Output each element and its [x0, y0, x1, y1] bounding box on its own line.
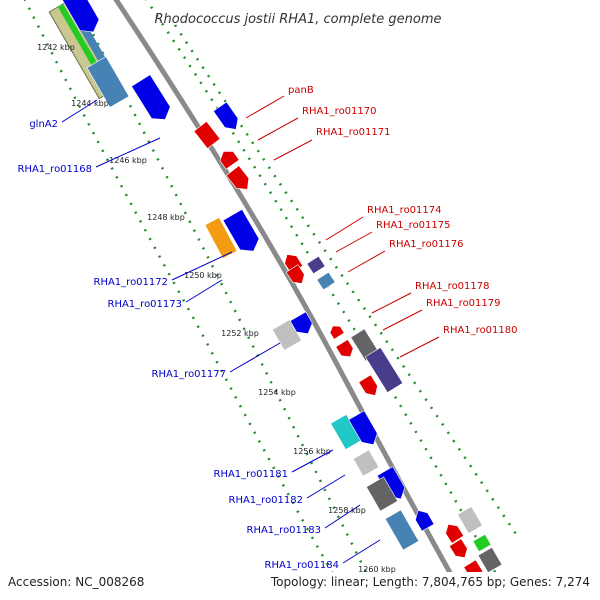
gene-feature[interactable] [348, 410, 382, 449]
gene-feature[interactable] [204, 217, 238, 259]
gene-feature[interactable] [60, 0, 103, 37]
guide-line-far-right [173, 24, 522, 541]
right-label-connector [382, 309, 423, 331]
right-gene-label[interactable]: RHA1_ro01171 [316, 127, 391, 138]
gene-feature[interactable] [358, 374, 381, 399]
gene-feature[interactable] [306, 255, 326, 275]
map-title: Rhodococcus jostii RHA1, complete genome [155, 12, 442, 27]
genome-backbone [113, 0, 453, 572]
gene-feature[interactable] [457, 506, 483, 534]
right-label-connector [245, 95, 285, 119]
right-gene-label[interactable]: RHA1_ro01178 [415, 281, 490, 292]
left-gene-label[interactable]: RHA1_ro01183 [247, 525, 322, 536]
left-label-connector [229, 342, 281, 373]
left-gene-label[interactable]: RHA1_ro01173 [108, 299, 183, 310]
right-gene-label[interactable]: RHA1_ro01180 [443, 325, 518, 336]
right-gene-label[interactable]: RHA1_ro01175 [376, 220, 451, 231]
left-gene-label[interactable]: RHA1_ro01181 [214, 469, 289, 480]
right-label-connector [325, 216, 364, 241]
gene-feature[interactable] [271, 319, 303, 351]
left-label-connector [61, 99, 98, 123]
kbp-tick-label: 1258 kbp [328, 506, 366, 515]
left-label-connector [291, 449, 334, 473]
kbp-tick-label: 1260 kbp [358, 565, 396, 574]
left-label-connector [95, 137, 161, 168]
right-gene-label[interactable]: RHA1_ro01179 [426, 298, 501, 309]
gene-feature[interactable] [442, 521, 465, 544]
gene-feature[interactable] [472, 533, 492, 553]
gene-feature[interactable] [316, 271, 336, 291]
right-label-connector [273, 139, 313, 161]
left-gene-label[interactable]: glnA2 [29, 119, 58, 130]
kbp-tick-label: 1254 kbp [258, 388, 296, 397]
right-label-connector [371, 292, 412, 314]
right-gene-label[interactable]: RHA1_ro01174 [367, 205, 442, 216]
gene-feature[interactable] [193, 120, 221, 150]
gene-feature[interactable] [225, 165, 253, 195]
right-gene-label[interactable]: RHA1_ro01170 [302, 106, 377, 117]
left-label-connector [171, 251, 233, 281]
right-gene-label[interactable]: RHA1_ro01176 [389, 239, 464, 250]
gene-feature[interactable] [365, 476, 399, 512]
left-gene-label[interactable]: RHA1_ro01168 [18, 164, 93, 175]
gene-feature[interactable] [335, 339, 356, 361]
gene-feature[interactable] [364, 347, 404, 393]
left-gene-label[interactable]: RHA1_ro01177 [152, 369, 227, 380]
left-label-connector [324, 504, 361, 529]
gene-feature[interactable] [289, 311, 316, 338]
gene-feature[interactable] [412, 507, 435, 532]
left-label-connector [185, 279, 223, 303]
gene-feature[interactable] [463, 559, 486, 584]
gene-feature[interactable] [384, 509, 420, 551]
kbp-tick-label: 1248 kbp [147, 213, 185, 222]
kbp-tick-label: 1246 kbp [109, 156, 147, 165]
gene-feature[interactable] [86, 56, 130, 108]
kbp-tick-label: 1242 kbp [37, 43, 75, 52]
gene-feature[interactable] [328, 323, 345, 340]
gene-feature[interactable] [352, 449, 380, 477]
left-label-connector [306, 474, 346, 499]
gene-feature[interactable] [212, 101, 242, 134]
summary-text: Topology: linear; Length: 7,804,765 bp; … [270, 575, 590, 589]
left-label-connector [342, 539, 381, 564]
right-gene-label[interactable]: panB [288, 85, 314, 96]
kbp-tick-label: 1252 kbp [221, 329, 259, 338]
gene-feature[interactable] [131, 74, 174, 126]
left-gene-label[interactable]: RHA1_ro01182 [229, 495, 304, 506]
gene-feature[interactable] [217, 147, 240, 170]
kbp-tick-label: 1244 kbp [71, 99, 109, 108]
gene-feature[interactable] [448, 538, 470, 562]
right-label-connector [399, 336, 440, 358]
right-label-connector [347, 250, 386, 273]
gene-feature[interactable] [222, 208, 263, 256]
right-label-connector [335, 231, 373, 253]
guide-line-left [73, 0, 368, 572]
kbp-tick-label: 1250 kbp [184, 271, 222, 280]
right-label-connector [257, 117, 299, 141]
left-gene-label[interactable]: RHA1_ro01184 [265, 560, 340, 571]
accession-text: Accession: NC_008268 [8, 575, 144, 589]
gene-feature[interactable] [477, 546, 503, 572]
left-gene-label[interactable]: RHA1_ro01172 [94, 277, 169, 288]
kbp-tick-label: 1256 kbp [293, 447, 331, 456]
gene-feature[interactable] [285, 264, 308, 288]
